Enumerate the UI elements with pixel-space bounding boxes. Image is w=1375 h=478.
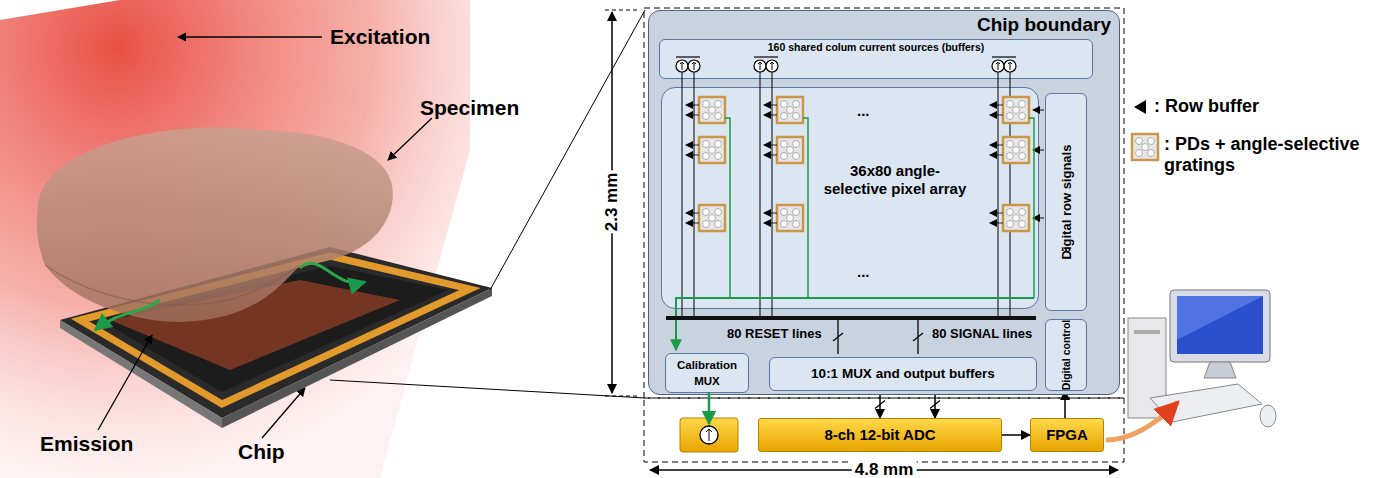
- node-text: 36x80 angle-selective pixel array: [820, 162, 970, 198]
- connector: [1065, 391, 1066, 418]
- digital-control-block: Digital control: [1045, 319, 1087, 391]
- node-text: FPGA: [1031, 426, 1103, 443]
- label: Excitation: [330, 25, 430, 49]
- node-text: 8-ch 12-bit ADC: [759, 426, 1001, 443]
- calibration-mux: Calibration MUX: [665, 353, 749, 393]
- node-text: 10:1 MUX and output buffers: [770, 366, 1036, 381]
- node-text: ...: [857, 102, 870, 119]
- connector: [1002, 435, 1030, 436]
- label: 4.8 mm: [852, 460, 917, 478]
- fpga-box: FPGA: [1030, 418, 1104, 452]
- legend-text: : Row buffer: [1154, 96, 1364, 117]
- row-buffer-sample: [1134, 100, 1146, 114]
- node-text: 160 shared colum current sources (buffer…: [660, 41, 1092, 53]
- node-text: Digital control: [1060, 320, 1072, 391]
- connector: [875, 391, 885, 418]
- node-text: ...: [1061, 240, 1071, 254]
- current-source-bank: 160 shared colum current sources (buffer…: [659, 39, 1093, 79]
- node-text: Calibration MUX: [666, 357, 748, 389]
- label: Specimen: [420, 96, 519, 120]
- label: 2.3 mm: [602, 171, 622, 234]
- label: 80 SIGNAL lines: [932, 326, 1032, 341]
- label: Chip: [238, 440, 285, 464]
- output-mux: 10:1 MUX and output buffers: [769, 357, 1037, 391]
- node-text: ...: [857, 263, 870, 280]
- legend-text: : PDs + angle-selective gratings: [1164, 134, 1364, 176]
- pixel-sample: [1132, 134, 1158, 160]
- label: 80 RESET lines: [727, 326, 822, 341]
- node-text: Chip boundary: [977, 14, 1111, 36]
- pixel-array: ... 36x80 angle-selective pixel array...: [661, 87, 1039, 309]
- adc-box: 8-ch 12-bit ADC: [758, 418, 1002, 452]
- connector: [930, 391, 940, 418]
- label: Emission: [40, 432, 133, 456]
- row-signal-block: Digital row signals...: [1045, 93, 1087, 311]
- chip-boundary: Chip boundary 160 shared colum current so…: [648, 10, 1120, 395]
